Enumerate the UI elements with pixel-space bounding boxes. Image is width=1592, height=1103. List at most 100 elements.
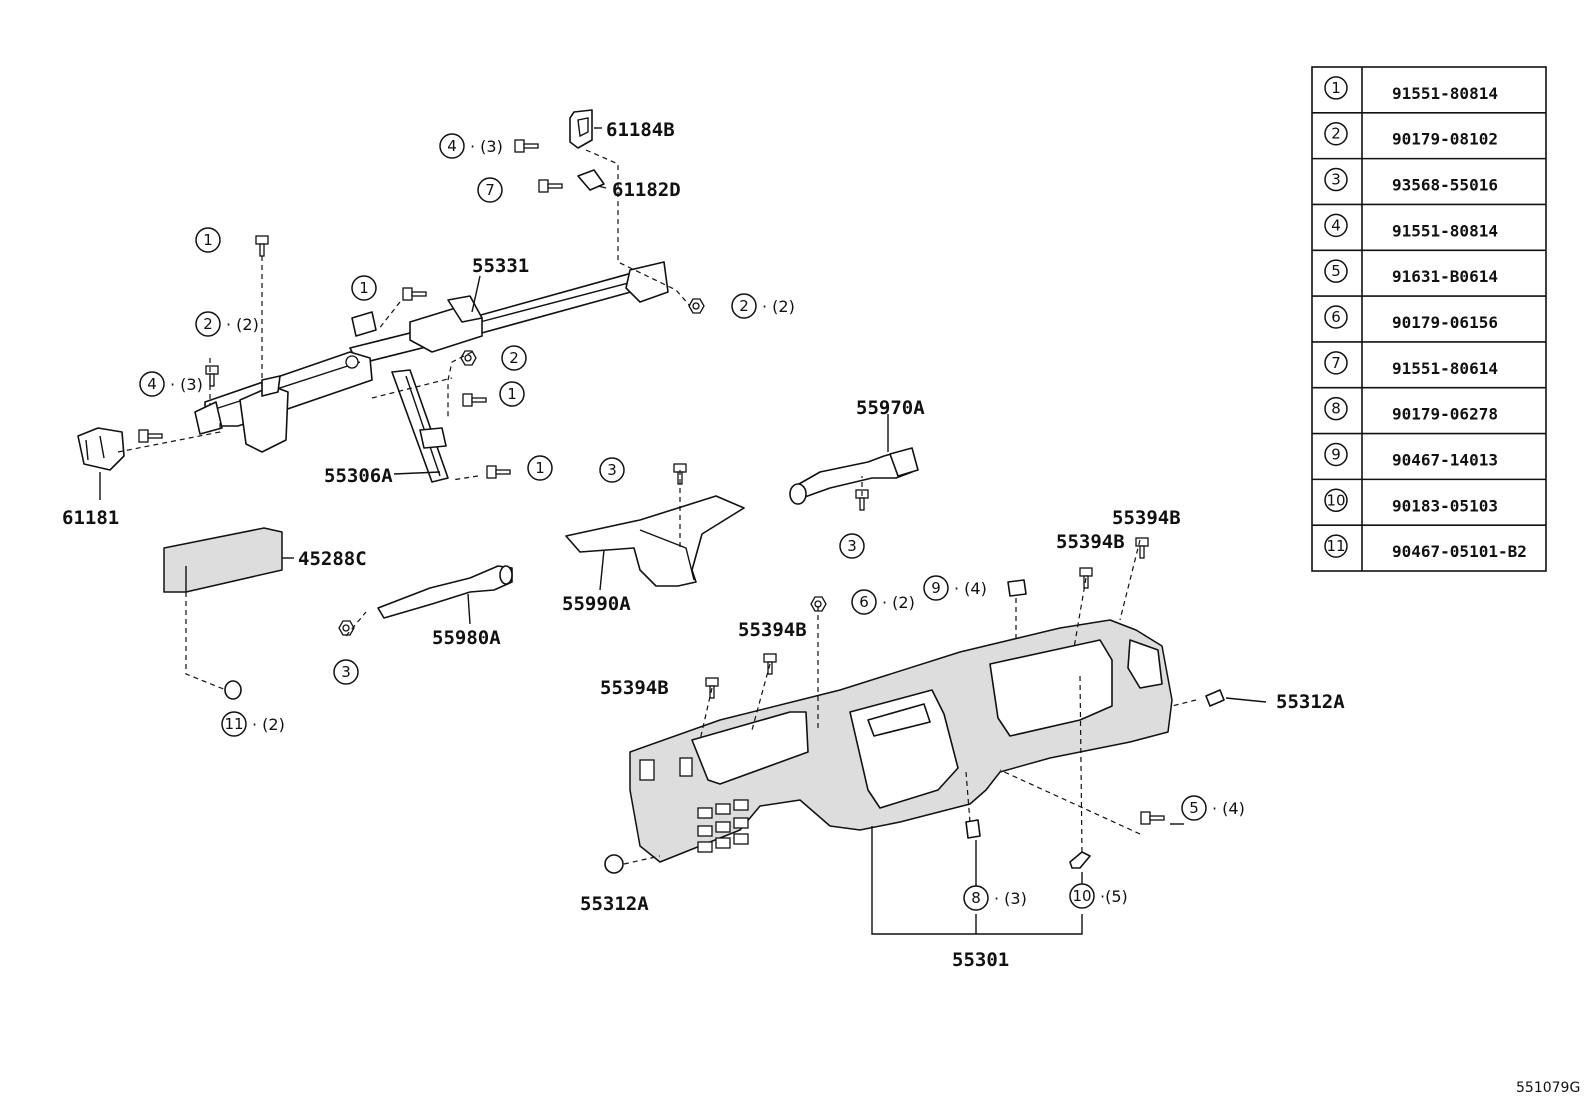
label-55331: 55331 bbox=[472, 255, 529, 277]
callout-circle bbox=[923, 575, 949, 601]
legend-row: 9 90467-14013 bbox=[1324, 442, 1498, 469]
clip-8 bbox=[965, 819, 981, 839]
callout-circle bbox=[351, 275, 377, 301]
callout-8: 8· (3) bbox=[963, 885, 1027, 911]
reinforcement-55331 bbox=[194, 261, 669, 453]
callout-2: 2 · (2) bbox=[195, 311, 259, 337]
callout-11: 11 · (2) bbox=[221, 711, 285, 737]
clip-11 bbox=[224, 680, 242, 700]
panel-45288C bbox=[163, 527, 283, 593]
label-55990A: 55990A bbox=[562, 593, 631, 615]
callout-5: 5· (4) bbox=[1181, 795, 1245, 821]
callout-circle bbox=[499, 381, 525, 407]
callout-quantity: · (3) bbox=[470, 137, 503, 156]
bolt-icon bbox=[538, 179, 563, 193]
label-55394B-b: 55394B bbox=[600, 677, 669, 699]
legend-ref-number: 3 bbox=[1331, 171, 1341, 189]
label-55394B-c: 55394B bbox=[1056, 531, 1125, 553]
leader-lines bbox=[99, 127, 1267, 935]
legend-ref-number: 8 bbox=[1331, 400, 1341, 418]
callout-circle bbox=[195, 227, 221, 253]
callout-circle bbox=[527, 455, 553, 481]
callout-circle bbox=[139, 371, 165, 397]
legend-row: 8 90179-06278 bbox=[1324, 396, 1498, 424]
bolt-icon bbox=[763, 653, 777, 675]
callout-quantity: · (2) bbox=[252, 715, 285, 734]
callout-3: 3 bbox=[839, 533, 865, 559]
bolt-icon bbox=[810, 596, 827, 612]
callout-quantity: · (2) bbox=[226, 315, 259, 334]
callout-number: 7 bbox=[485, 181, 495, 199]
legend-part-number: 91551-80814 bbox=[1392, 84, 1498, 103]
legend-ref-number: 10 bbox=[1326, 491, 1345, 509]
bolt-icon bbox=[705, 677, 719, 699]
label-61182D: 61182D bbox=[612, 179, 681, 201]
label-61184B: 61184B bbox=[606, 119, 675, 141]
small-fasteners bbox=[138, 139, 1225, 874]
bolt-icon bbox=[205, 365, 219, 387]
callout-number: 11 bbox=[224, 715, 243, 733]
callout-number: 2 bbox=[509, 349, 519, 367]
callout-number: 1 bbox=[507, 385, 517, 403]
legend-ref-number: 5 bbox=[1331, 262, 1341, 280]
bolt-icon bbox=[486, 465, 511, 479]
legend-ref-circle bbox=[1324, 488, 1348, 513]
bolt-icon bbox=[514, 139, 539, 153]
legend-row: 6 90179-06156 bbox=[1324, 305, 1498, 332]
legend-part-number: 90179-06156 bbox=[1392, 313, 1498, 332]
bolt-icon bbox=[255, 235, 269, 257]
callout-circle bbox=[963, 885, 989, 911]
label-55980A: 55980A bbox=[432, 627, 501, 649]
bolt-icon bbox=[1135, 537, 1149, 559]
callout-circle bbox=[333, 659, 359, 685]
legend-part-number: 90179-06278 bbox=[1392, 405, 1498, 424]
part-labels: 61184B 61182D 55331 61181 55306A 55970A … bbox=[62, 119, 1345, 971]
label-55394B-d: 55394B bbox=[1112, 507, 1181, 529]
callout-6: 6· (2) bbox=[851, 589, 915, 615]
legend-part-number: 91551-80814 bbox=[1392, 221, 1498, 240]
callout-9: 9· (4) bbox=[923, 575, 987, 601]
legend-ref-number: 6 bbox=[1331, 308, 1341, 326]
callout-4: 4· (3) bbox=[139, 371, 203, 397]
diagram-id: 551079G bbox=[1516, 1080, 1580, 1096]
bolt-icon bbox=[138, 429, 163, 443]
legend-ref-number: 7 bbox=[1331, 354, 1341, 372]
label-45288C: 45288C bbox=[298, 548, 367, 570]
legend-ref-circle bbox=[1324, 442, 1348, 467]
callout-1: 1 bbox=[499, 381, 525, 407]
bracket-61184B bbox=[569, 109, 593, 149]
callout-2: 2· (2) bbox=[731, 293, 795, 319]
callout-circle bbox=[439, 133, 465, 159]
callout-number: 6 bbox=[859, 593, 869, 611]
callout-circle bbox=[195, 311, 221, 337]
brace-55306A bbox=[391, 369, 449, 483]
callout-number: 1 bbox=[203, 231, 213, 249]
legend-ref-circle bbox=[1324, 167, 1348, 192]
callout-number: 10 bbox=[1072, 887, 1091, 905]
callout-circle bbox=[501, 345, 527, 371]
callout-1: 1 bbox=[195, 227, 221, 253]
label-55394B-a: 55394B bbox=[738, 619, 807, 641]
callout-number: 3 bbox=[607, 461, 617, 479]
label-55312A-left: 55312A bbox=[580, 893, 649, 915]
legend-part-number: 90467-14013 bbox=[1392, 450, 1498, 469]
callout-number: 2 bbox=[203, 315, 213, 333]
legend-ref-circle bbox=[1324, 213, 1348, 238]
callout-number: 1 bbox=[535, 459, 545, 477]
legend-part-number: 91551-80614 bbox=[1392, 359, 1498, 378]
bolt-icon bbox=[1079, 567, 1093, 589]
clip-10 bbox=[1069, 851, 1091, 869]
callout-circle bbox=[851, 589, 877, 615]
bolt-icon bbox=[460, 350, 477, 366]
legend-ref-number: 2 bbox=[1331, 125, 1341, 143]
bolt-icon bbox=[338, 620, 355, 636]
callout-2: 2 bbox=[501, 345, 527, 371]
legend-ref-number: 4 bbox=[1331, 216, 1341, 234]
bolt-icon bbox=[402, 287, 427, 301]
legend-ref-number: 9 bbox=[1331, 445, 1341, 463]
